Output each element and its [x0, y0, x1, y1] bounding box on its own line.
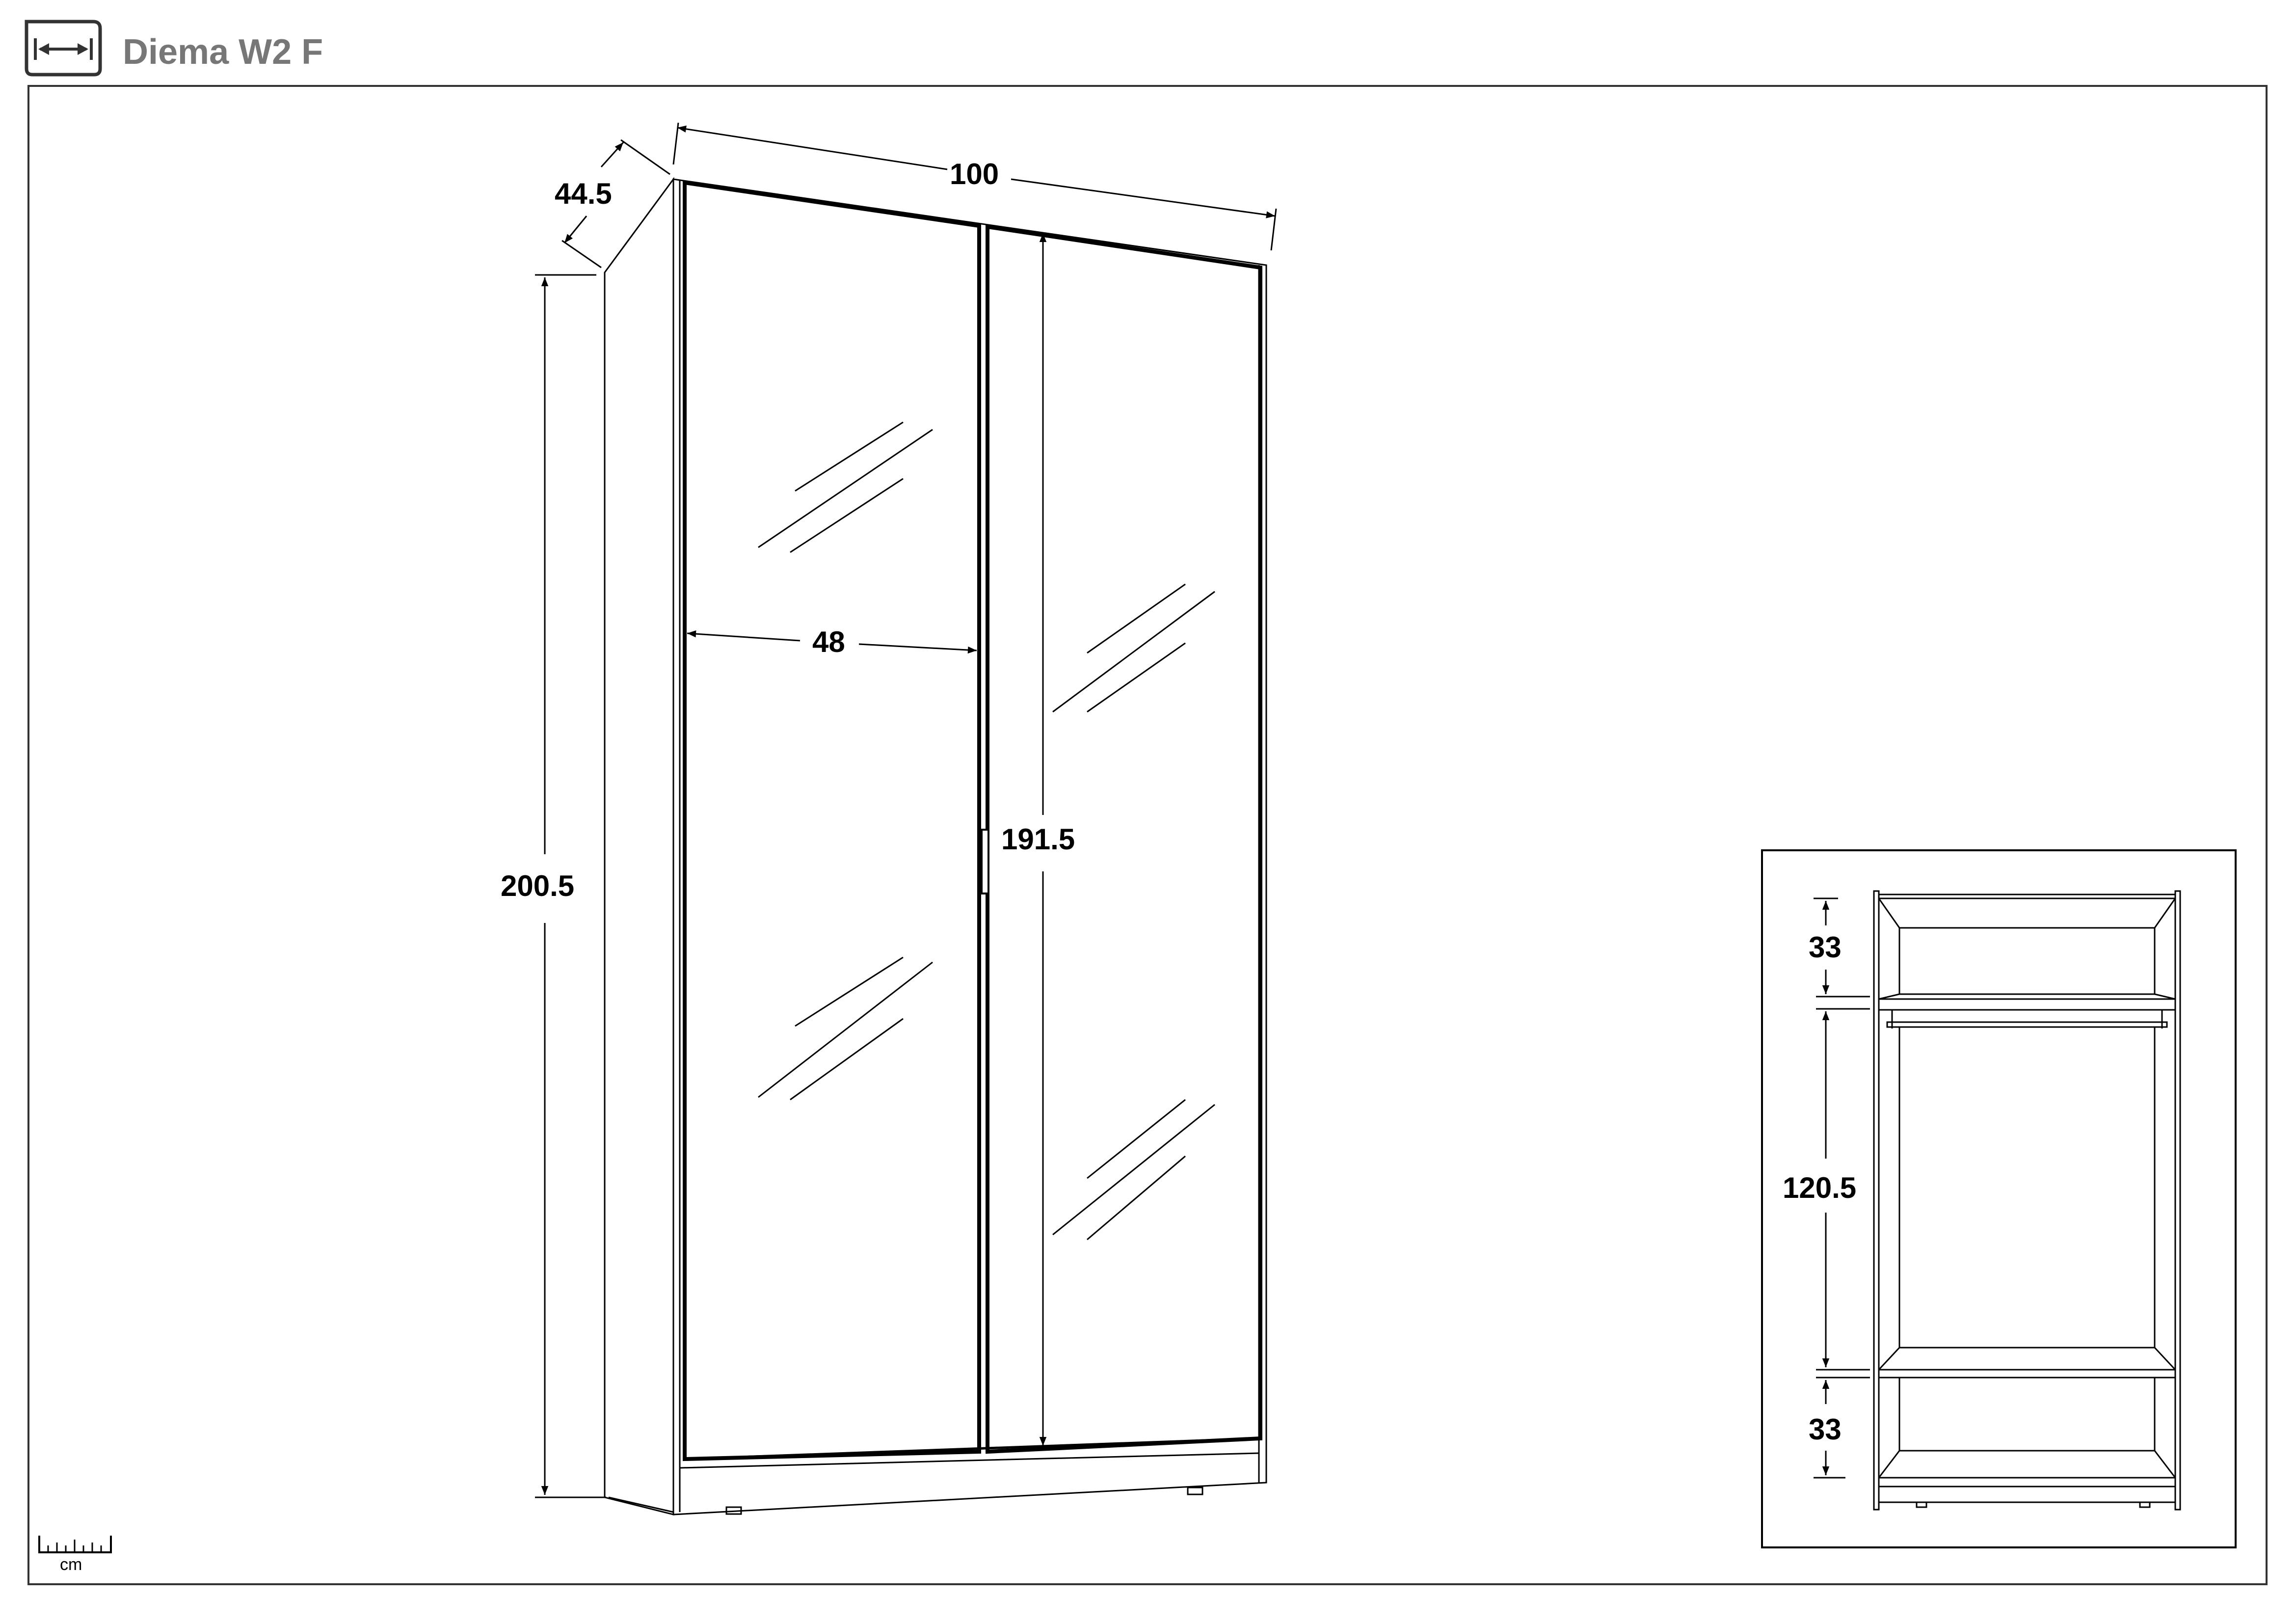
interior-bottom-label: 33 [1809, 1413, 1842, 1446]
interior-top-dimension: 33 [1809, 897, 1870, 998]
interior-top-label: 33 [1809, 931, 1842, 964]
width-dimension: 100 [672, 122, 1277, 251]
interior-middle-dimension: 120.5 [1783, 1008, 1870, 1371]
door-width-dimension: 48 [687, 625, 977, 658]
interior-middle-label: 120.5 [1783, 1171, 1856, 1204]
wardrobe-front-view [604, 177, 1267, 1516]
height-label: 200.5 [501, 869, 574, 902]
width-label: 100 [950, 158, 999, 190]
interior-inset-frame [1761, 849, 2237, 1548]
page-title: Diema W2 F [123, 32, 323, 72]
door-width-label: 48 [812, 625, 845, 658]
depth-dimension: 44.5 [555, 139, 670, 269]
interior-bottom-dimension: 33 [1809, 1377, 1870, 1479]
ruler-scale-icon [38, 1536, 112, 1553]
door-height-dimension: 191.5 [1001, 233, 1075, 1446]
drawing-frame [27, 85, 2268, 1585]
depth-label: 44.5 [555, 177, 612, 210]
door-height-label: 191.5 [1001, 823, 1075, 856]
dimension-ruler-icon [25, 20, 102, 77]
height-dimension: 200.5 [501, 274, 606, 1498]
scale-unit-label: cm [60, 1555, 82, 1574]
wardrobe-interior-view [1873, 890, 2181, 1511]
